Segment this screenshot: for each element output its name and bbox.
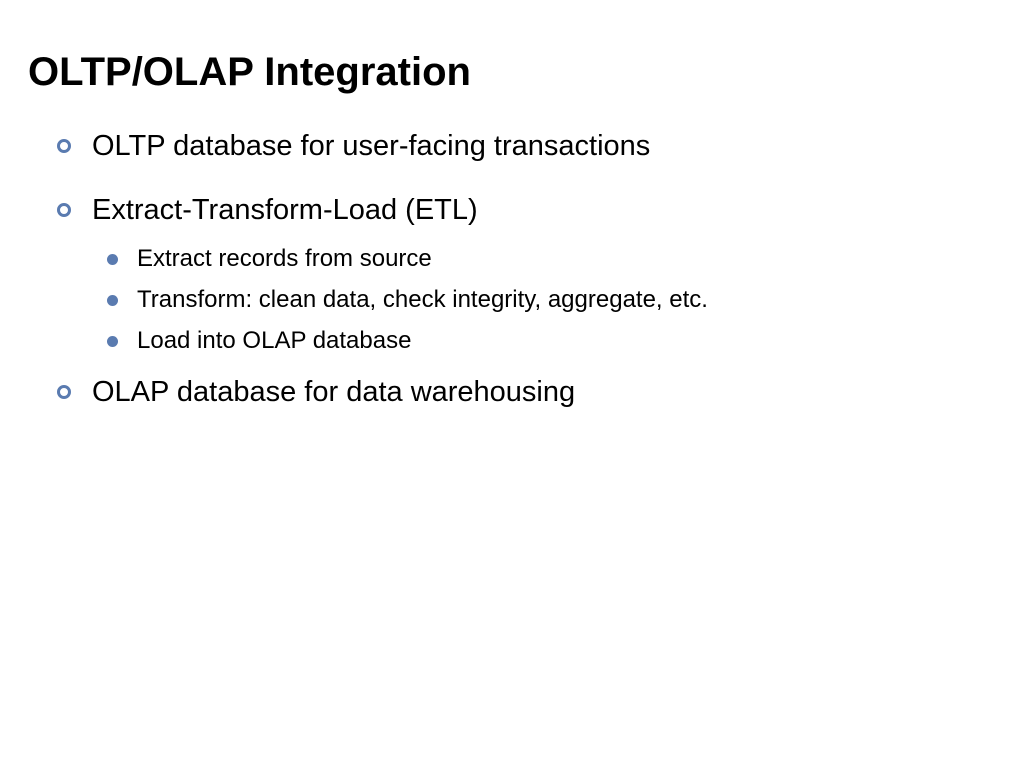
- dot-bullet-icon: [107, 336, 118, 347]
- sub-bullet-text: Transform: clean data, check integrity, …: [137, 286, 708, 313]
- bullet-item: OLTP database for user-facing transactio…: [57, 128, 651, 164]
- sub-bullet-item: Load into OLAP database: [107, 326, 412, 356]
- ring-bullet-icon: [57, 203, 71, 217]
- dot-bullet-icon: [107, 254, 118, 265]
- sub-bullet-item: Extract records from source: [107, 244, 432, 274]
- sub-bullet-text: Load into OLAP database: [137, 327, 412, 354]
- bullet-item: OLAP database for data warehousing: [57, 374, 576, 410]
- slide-title: OLTP/OLAP Integration: [28, 50, 471, 94]
- dot-bullet-icon: [107, 295, 118, 306]
- bullet-text: OLTP database for user-facing transactio…: [92, 130, 651, 162]
- sub-bullet-item: Transform: clean data, check integrity, …: [107, 285, 708, 315]
- bullet-text: Extract-Transform-Load (ETL): [92, 194, 478, 226]
- bullet-text: OLAP database for data warehousing: [92, 376, 576, 408]
- bullet-item: Extract-Transform-Load (ETL): [57, 192, 478, 228]
- ring-bullet-icon: [57, 139, 71, 153]
- ring-bullet-icon: [57, 385, 71, 399]
- sub-bullet-text: Extract records from source: [137, 245, 432, 272]
